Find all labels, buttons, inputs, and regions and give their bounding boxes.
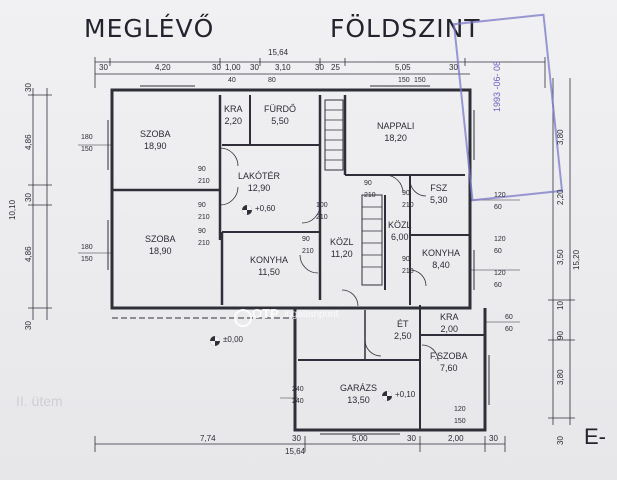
- right-dim-seg: 3,80: [556, 369, 565, 385]
- left-dim-seg: 4,86: [24, 246, 33, 262]
- left-dim-total: 10,10: [8, 199, 17, 220]
- opening-size: 80: [268, 77, 276, 84]
- left-dim-seg: 30: [24, 83, 33, 92]
- elevation-label: ±0,00: [223, 335, 243, 344]
- elevation-label: +0,10: [395, 390, 416, 399]
- opening-size: 90: [402, 190, 410, 197]
- bottom-dim-seg: 7,74: [200, 434, 216, 443]
- top-dim-seg: 30: [449, 63, 458, 72]
- bottom-dim-total: 15,64: [285, 447, 306, 456]
- right-dim-seg: 2,20: [556, 189, 565, 205]
- opening-size: 210: [198, 214, 210, 221]
- opening-size: 210: [364, 192, 376, 199]
- approval-stamp: [452, 13, 564, 202]
- opening-size: 210: [198, 178, 210, 185]
- opening-size: 90: [198, 202, 206, 209]
- top-dim-seg: 30: [99, 63, 108, 72]
- opening-size: 210: [316, 214, 328, 221]
- right-dim-total: 15,20: [572, 249, 581, 270]
- left-dim-seg: 30: [24, 193, 33, 202]
- opening-size: 60: [505, 314, 513, 321]
- top-dim-seg: 5,05: [395, 63, 411, 72]
- opening-size: 150: [81, 146, 93, 153]
- opening-size: 90: [364, 180, 372, 187]
- top-dim-seg: 30: [212, 63, 221, 72]
- opening-size: 210: [198, 240, 210, 247]
- top-dim-seg: 4,20: [155, 63, 171, 72]
- plan-title-left: MEGLÉVŐ: [84, 14, 215, 43]
- opening-size: 60: [494, 204, 502, 211]
- watermark-site: ingatlanpont: [284, 309, 339, 320]
- opening-size: 210: [402, 202, 414, 209]
- opening-size: 210: [302, 248, 314, 255]
- opening-size: 120: [494, 192, 506, 199]
- opening-size: 60: [505, 326, 513, 333]
- opening-size: 150: [414, 77, 426, 84]
- opening-size: 120: [494, 236, 506, 243]
- bottom-dim-seg: 30: [292, 434, 301, 443]
- opening-size: 60: [494, 248, 502, 255]
- left-dim-seg: 4,86: [24, 134, 33, 150]
- plan-title-right: FÖLDSZINT: [330, 14, 481, 43]
- opening-size: 150: [81, 256, 93, 263]
- opening-size: 150: [454, 418, 466, 425]
- opening-size: 210: [402, 268, 414, 275]
- right-dim-seg: 10: [556, 301, 565, 310]
- opening-size: 90: [198, 166, 206, 173]
- opening-size: 90: [402, 256, 410, 263]
- bottom-dim-seg: 2,00: [448, 434, 464, 443]
- opening-size: 100: [316, 202, 328, 209]
- opening-size: 180: [81, 244, 93, 251]
- right-dim-seg: 3,50: [556, 249, 565, 265]
- right-dim-seg: 90: [556, 331, 565, 340]
- stamp-date: 1993 -06- 08: [492, 60, 502, 112]
- opening-size: 240: [292, 386, 304, 393]
- top-dim-seg: 30: [315, 63, 324, 72]
- top-dim-seg: 30: [250, 63, 259, 72]
- opening-size: 120: [454, 406, 466, 413]
- top-dim-total: 15,64: [268, 48, 289, 57]
- bottom-dim-seg: 5,00: [352, 434, 368, 443]
- sheet-label: II. ütem: [16, 393, 63, 409]
- right-dim-seg: 3,80: [556, 129, 565, 145]
- elevation-label: +0,60: [255, 204, 276, 213]
- opening-size: 120: [494, 270, 506, 277]
- opening-size: 90: [198, 228, 206, 235]
- opening-size: 60: [494, 282, 502, 289]
- left-dim-seg: 30: [24, 321, 33, 330]
- watermark-logo-icon: [234, 309, 252, 327]
- top-dim-seg: 3,10: [275, 63, 291, 72]
- right-dim-seg: 30: [556, 436, 565, 445]
- opening-size: 180: [81, 134, 93, 141]
- corner-label: E-: [584, 424, 606, 449]
- opening-size: 90: [302, 236, 310, 243]
- bottom-dim-seg: 30: [407, 434, 416, 443]
- bottom-dim-seg: 30: [489, 434, 498, 443]
- opening-size: 240: [292, 398, 304, 405]
- opening-size: 40: [228, 77, 236, 84]
- opening-size: 150: [398, 77, 410, 84]
- watermark-brand: OTP: [252, 306, 279, 321]
- top-dim-seg: 1,00: [225, 63, 241, 72]
- top-dim-seg: 25: [331, 63, 340, 72]
